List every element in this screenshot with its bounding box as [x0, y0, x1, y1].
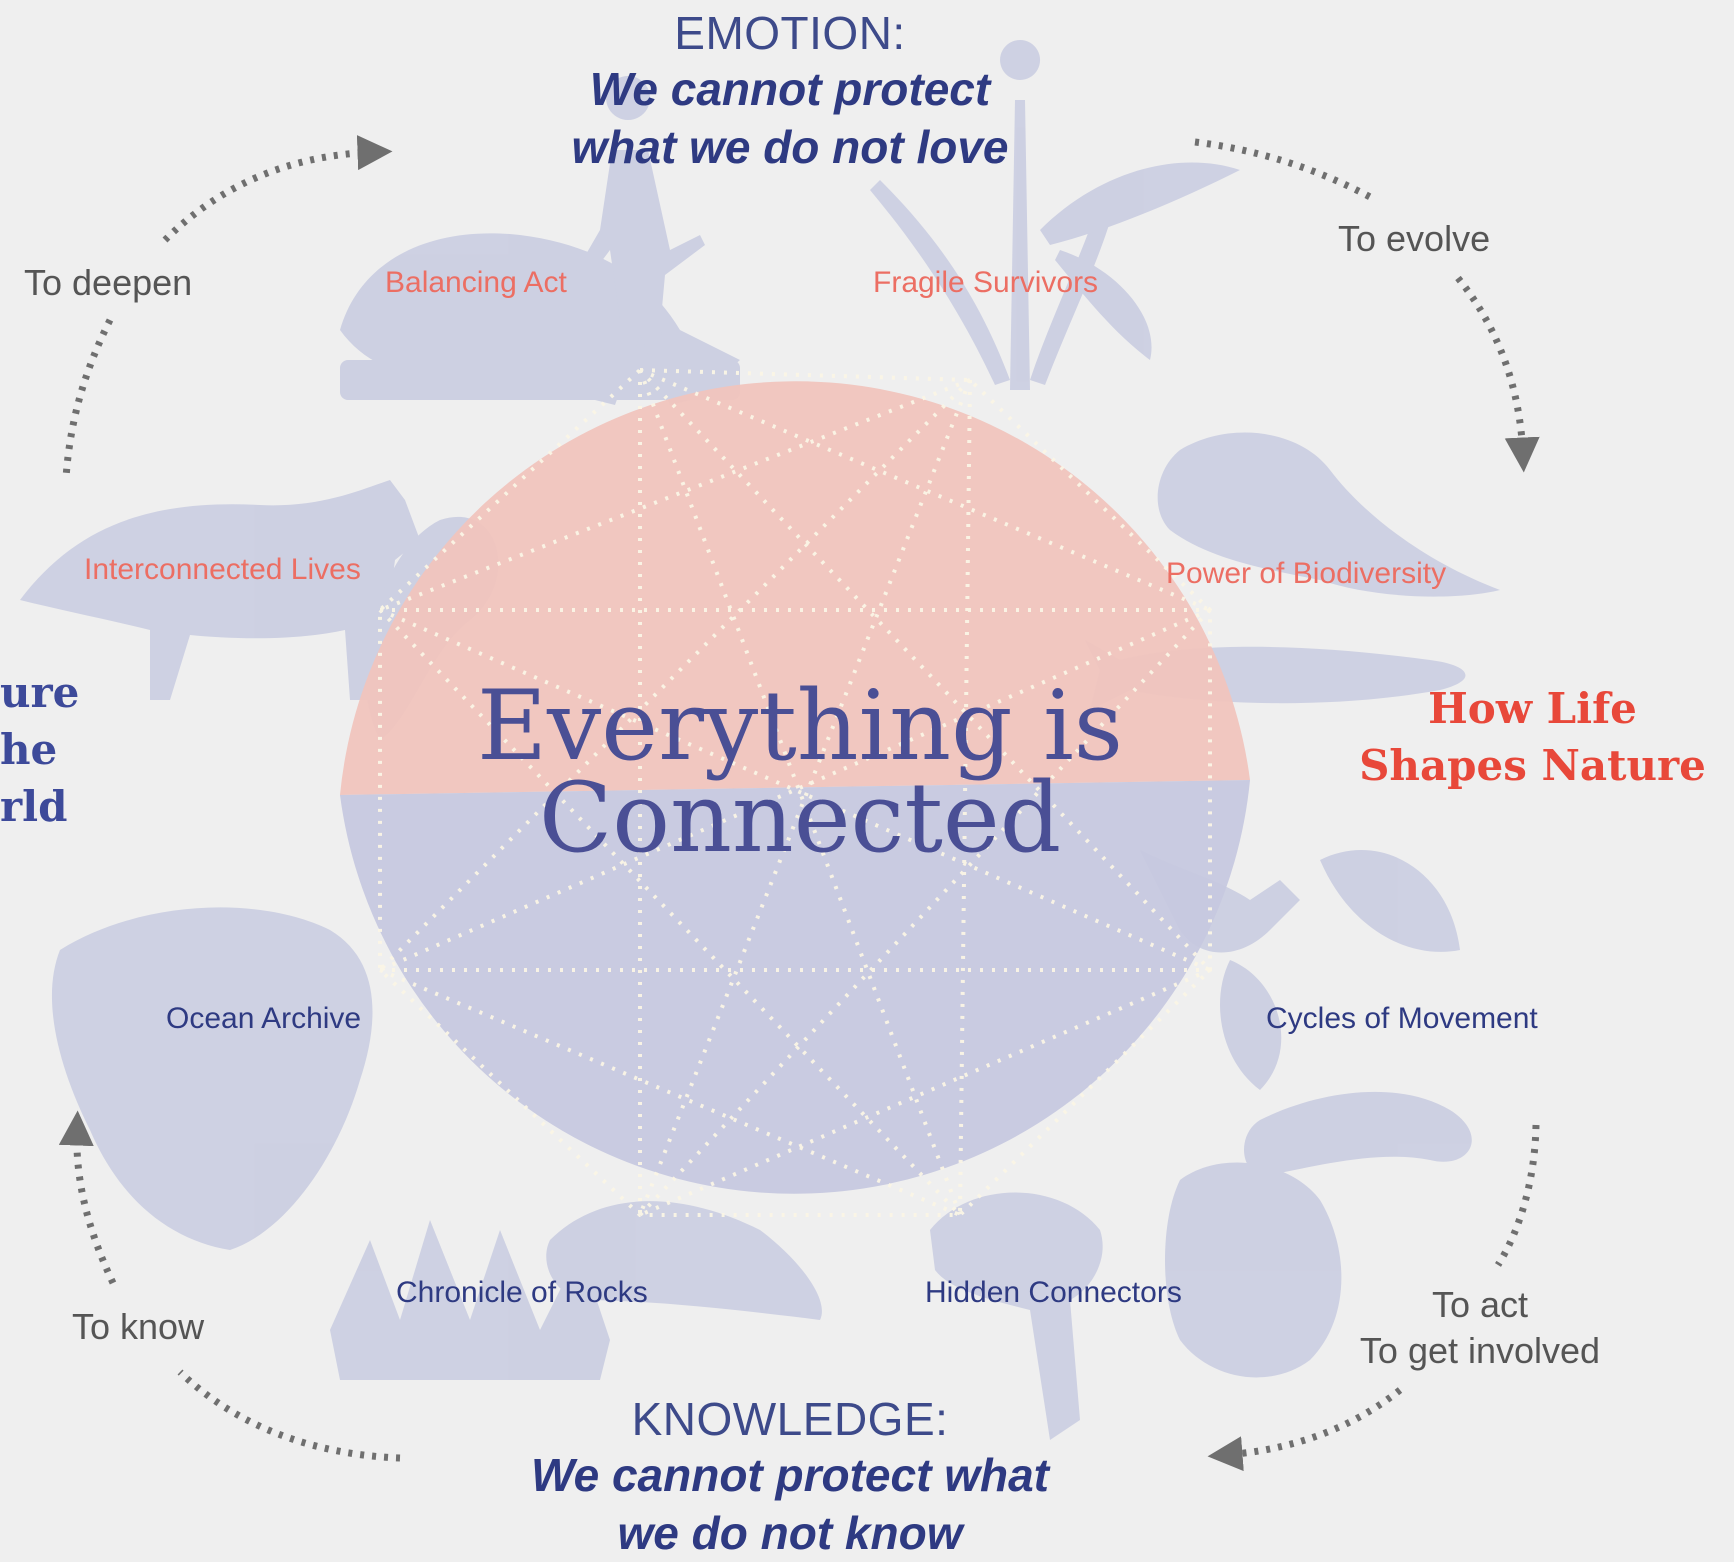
- side-title-left-line3: rld: [0, 782, 68, 831]
- knowledge-quote-line2: we do not know: [617, 1507, 963, 1559]
- figure-illustration: [570, 76, 705, 405]
- arrow-evolve-down: [1455, 275, 1540, 473]
- section-power-of-biodiversity: Power of Biodiversity: [1166, 557, 1447, 590]
- side-title-right-line1: How Life: [1428, 684, 1637, 733]
- mushroom-illustration: [930, 1192, 1103, 1440]
- arrow-right-lower: [1495, 1124, 1540, 1267]
- illustration-silhouettes: [20, 40, 1500, 1440]
- side-title-left-line2: he: [0, 725, 58, 774]
- lobster-illustration: [1157, 432, 1500, 597]
- crystal-illustration: [330, 1220, 610, 1380]
- leaves-illustration: [1220, 850, 1460, 1090]
- knowledge-block: KNOWLEDGE: We cannot protect what we do …: [440, 1392, 1140, 1562]
- connection-network: [378, 367, 1212, 1217]
- section-chronicle-of-rocks: Chronicle of Rocks: [396, 1276, 648, 1309]
- label-to-deepen: To deepen: [24, 262, 193, 303]
- side-title-right-line2: Shapes Nature: [1359, 741, 1706, 790]
- section-ocean-archive: Ocean Archive: [166, 1002, 362, 1035]
- side-title-left: ure he rld: [0, 664, 80, 835]
- emotion-heading: EMOTION:: [674, 7, 906, 59]
- section-balancing-act: Balancing Act: [385, 266, 567, 299]
- arrow-knowledge-to-know: [177, 1369, 401, 1462]
- center-title-line2: Connected: [538, 762, 1062, 874]
- label-to-know: To know: [72, 1306, 205, 1347]
- section-interconnected-lives: Interconnected Lives: [84, 553, 361, 586]
- section-fragile-survivors: Fragile Survivors: [873, 266, 1099, 299]
- fossil-illustration: [51, 907, 373, 1250]
- emotion-quote-line1: We cannot protect: [589, 63, 991, 115]
- arrow-left-upper: [62, 318, 114, 479]
- cycle-arrows: [58, 135, 1540, 1472]
- emotion-block: EMOTION: We cannot protect what we do no…: [490, 6, 1090, 176]
- label-to-evolve: To evolve: [1338, 218, 1491, 259]
- arrow-deepen-to-emotion: [162, 135, 393, 243]
- knowledge-quote-line1: We cannot protect what: [531, 1449, 1049, 1501]
- knowledge-heading: KNOWLEDGE:: [631, 1393, 949, 1445]
- center-title-line1: Everything is: [476, 670, 1124, 782]
- section-hidden-connectors: Hidden Connectors: [925, 1276, 1182, 1309]
- wolf-illustration: [20, 480, 420, 700]
- circle-bottom-half: [340, 780, 1250, 1194]
- shell-illustration: [546, 1201, 822, 1320]
- dragonfly-illustration: [1040, 162, 1240, 360]
- arrow-act-to-knowledge: [1207, 1387, 1403, 1472]
- side-title-left-line1: ure: [0, 668, 80, 717]
- beetle-illustration: [1165, 1162, 1342, 1378]
- caterpillar-illustration: [1243, 1091, 1472, 1176]
- label-to-get-involved: To get involved: [1359, 1330, 1601, 1371]
- side-title-right: How Life Shapes Nature: [1340, 680, 1725, 794]
- label-to-act: To act: [1431, 1284, 1529, 1325]
- section-cycles-of-movement: Cycles of Movement: [1266, 1002, 1538, 1035]
- emotion-quote-line2: what we do not love: [571, 121, 1009, 173]
- rodent-illustration: [340, 233, 740, 397]
